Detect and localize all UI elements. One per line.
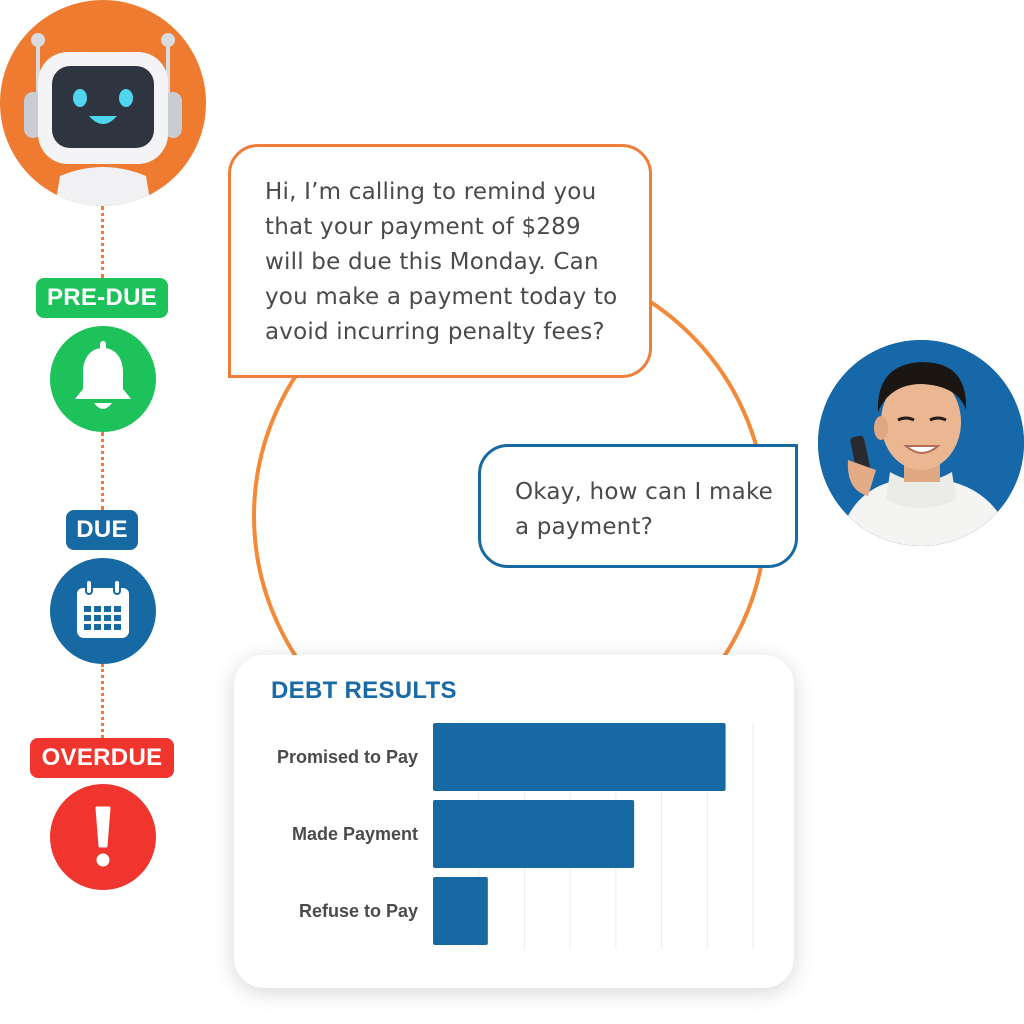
customer-photo (818, 340, 1024, 546)
card-title: DEBT RESULTS (271, 677, 457, 704)
stage-tag-overdue: OVERDUE (30, 738, 174, 778)
category-label: Made Payment (291, 824, 418, 844)
robot-icon (0, 0, 206, 206)
timeline-connector (101, 664, 104, 738)
category-label: Refuse to Pay (298, 901, 418, 921)
customer-message-line: Okay, how can I make (515, 479, 773, 505)
robot-avatar (0, 0, 206, 206)
timeline-connector (101, 206, 104, 278)
agent-message-line: that your payment of $289 (265, 214, 581, 240)
agent-message-line: you make a payment today to (265, 284, 618, 310)
stage-circle-pre-due (50, 326, 156, 432)
customer-avatar (818, 340, 1024, 546)
category-label: Promised to Pay (276, 747, 418, 767)
stage-circle-overdue (50, 784, 156, 890)
agent-message-line: Hi, I’m calling to remind you (265, 179, 597, 205)
debt-results-card: DEBT RESULTS Promised to Pay Made Paymen… (234, 655, 794, 988)
customer-speech-bubble: Okay, how can I make a payment? (478, 444, 798, 568)
bar-promised-to-pay (433, 723, 726, 791)
customer-message-line: a payment? (515, 514, 654, 540)
exclamation-icon (95, 806, 111, 867)
calendar-icon (77, 579, 129, 638)
timeline-connector (101, 432, 104, 510)
stage-tag-due: DUE (66, 510, 138, 550)
bell-icon (75, 341, 131, 409)
bar-made-payment (433, 800, 635, 868)
agent-message-line: will be due this Monday. Can (265, 249, 599, 275)
agent-speech-bubble: Hi, I’m calling to remind you that your … (228, 144, 652, 378)
stage-tag-pre-due: PRE-DUE (36, 278, 168, 318)
debt-results-chart (433, 723, 754, 949)
bar-refuse-to-pay (433, 877, 488, 945)
agent-message-line: avoid incurring penalty fees? (265, 319, 605, 345)
stage-circle-due (50, 558, 156, 664)
